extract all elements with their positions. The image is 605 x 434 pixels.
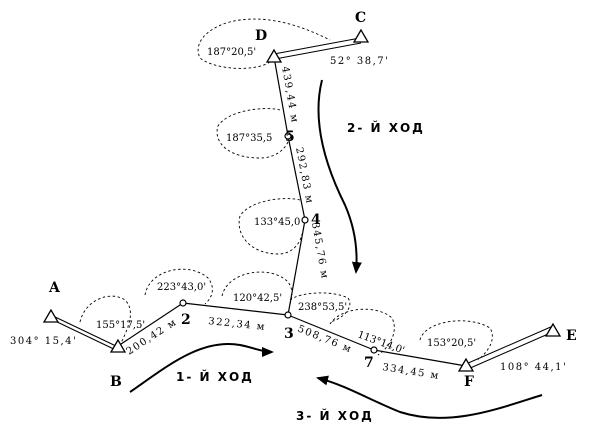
angle-arc-3-left: [221, 271, 293, 305]
station-D-marker: [265, 48, 283, 63]
node-4-marker: [301, 216, 309, 224]
length-7-F: 334,45 м: [382, 362, 441, 382]
length-4-3: 345,76 м: [309, 222, 330, 281]
direction-labels: 304° 15,4' 52° 38,7' 108° 44,1': [10, 56, 567, 373]
label-node-4: 4: [311, 212, 321, 228]
station-C-marker: [352, 28, 370, 43]
angle-label-5: 187°35,5: [226, 133, 272, 144]
angle-arc-5: [216, 108, 289, 159]
leg-3-7: [287, 314, 375, 351]
length-D-5: 439,44 м: [279, 66, 300, 125]
length-2-3: 322,34 м: [208, 316, 267, 333]
station-E-marker: [544, 322, 562, 337]
leg-2-3: [182, 302, 289, 316]
leg-D-5: [273, 56, 289, 137]
label-C: C: [355, 10, 366, 26]
pass-labels: 1- Й ХОД 2- Й ХОД 3- Й ХОД: [176, 120, 425, 423]
angle-arc-D: [197, 18, 331, 69]
label-node-7: 7: [364, 355, 374, 371]
angle-label-3-left: 120°42,5': [233, 293, 282, 304]
direction-E: 108° 44,1': [500, 362, 567, 373]
angle-label-B: 155°17,5': [96, 320, 145, 331]
node-7-marker: [370, 346, 378, 354]
node-5-marker: [284, 132, 292, 140]
label-node-5: 5: [285, 129, 295, 145]
leg-7-F: [373, 349, 467, 367]
third-pass-label: 3- Й ХОД: [296, 408, 374, 423]
station-A-marker: [42, 308, 60, 323]
label-A: A: [48, 280, 61, 296]
traverse-legs: [117, 56, 467, 367]
angle-label-3-right: 238°53,5': [298, 302, 347, 313]
label-node-2: 2: [181, 312, 191, 328]
baselines: [50, 37, 556, 370]
angle-label-2: 223°43,0': [157, 282, 206, 293]
second-pass-arrow: [317, 79, 362, 274]
label-B: B: [110, 374, 122, 390]
first-pass-label: 1- Й ХОД: [176, 369, 254, 384]
triangulation-points: [42, 28, 562, 372]
angle-arc-7: [329, 308, 395, 356]
direction-C: 52° 38,7': [330, 56, 389, 67]
angle-label-7: 113°14,0': [356, 329, 406, 356]
station-F-marker: [457, 357, 475, 372]
station-B-marker: [109, 338, 127, 353]
direction-A: 304° 15,4': [10, 336, 77, 347]
angle-arcs: [79, 18, 493, 361]
label-E: E: [566, 328, 577, 344]
leg-5-4: [287, 135, 306, 221]
traverse-nodes: [179, 132, 378, 354]
leg-B-2: [117, 302, 184, 347]
leg-4-3: [287, 219, 306, 316]
point-labels: A B C D E F 2 3 4 5 7: [48, 10, 577, 390]
angle-arc-3-right: [289, 292, 351, 323]
angle-label-F: 153°20,5': [427, 338, 476, 349]
length-3-7: 508,76 м: [296, 324, 354, 356]
angle-label-D: 187°20,5': [207, 47, 256, 58]
label-node-3: 3: [284, 326, 294, 342]
label-D: D: [255, 28, 267, 44]
first-pass-arrow: [129, 342, 274, 393]
angle-arc-4: [238, 198, 303, 255]
second-pass-label: 2- Й ХОД: [347, 120, 425, 135]
node-3-marker: [284, 311, 292, 319]
angle-arc-F: [419, 320, 493, 361]
pass-arrows: [129, 79, 543, 419]
node-2-marker: [179, 299, 187, 307]
label-F: F: [464, 374, 474, 390]
third-pass-arrow: [316, 375, 543, 419]
angle-label-4: 133°45,0: [254, 217, 300, 228]
angle-arc-2: [144, 268, 213, 305]
